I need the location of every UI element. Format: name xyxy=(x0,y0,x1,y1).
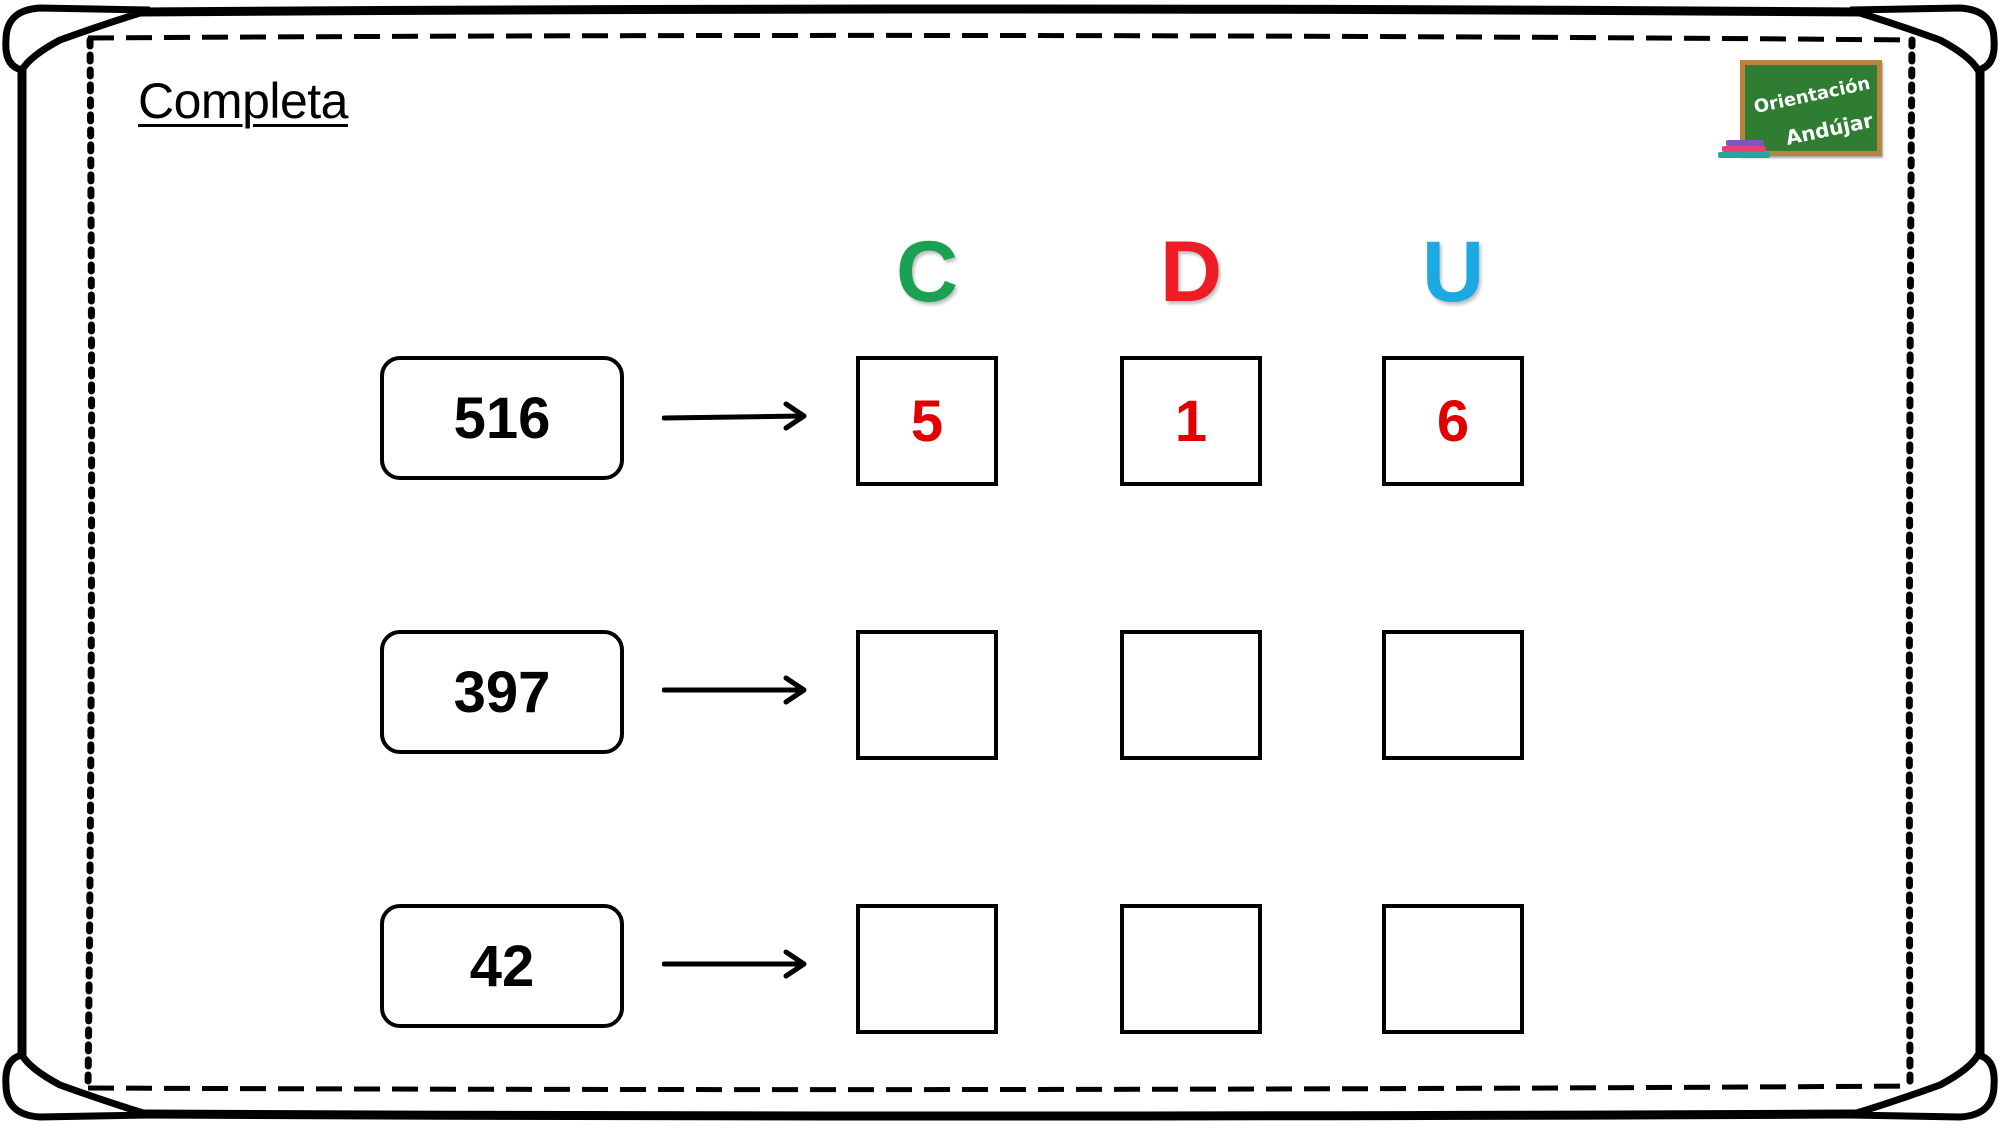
digit-input-centenas[interactable]: 5 xyxy=(856,356,998,486)
books-icon xyxy=(1718,140,1776,164)
digit-input-unidades[interactable]: 6 xyxy=(1382,356,1524,486)
digit-input-decenas[interactable] xyxy=(1120,904,1262,1034)
number-box: 42 xyxy=(380,904,624,1028)
arrow-right-icon xyxy=(662,675,807,705)
orientacion-andujar-logo: Orientación Andújar xyxy=(1718,56,1888,168)
digit-input-centenas[interactable] xyxy=(856,630,998,760)
digit-input-decenas[interactable]: 1 xyxy=(1120,356,1262,486)
number-box: 516 xyxy=(380,356,624,480)
column-header-centenas: C xyxy=(895,224,959,320)
column-header-decenas: D xyxy=(1159,224,1223,320)
page-title: Completa xyxy=(138,73,349,129)
logo-line-2: Andújar xyxy=(1783,108,1876,150)
digit-input-centenas[interactable] xyxy=(856,904,998,1034)
arrow-right-icon xyxy=(662,949,807,979)
arrow-right-icon xyxy=(662,401,807,431)
digit-input-unidades[interactable] xyxy=(1382,904,1524,1034)
column-header-unidades: U xyxy=(1421,224,1485,320)
number-box: 397 xyxy=(380,630,624,754)
digit-input-unidades[interactable] xyxy=(1382,630,1524,760)
digit-input-decenas[interactable] xyxy=(1120,630,1262,760)
